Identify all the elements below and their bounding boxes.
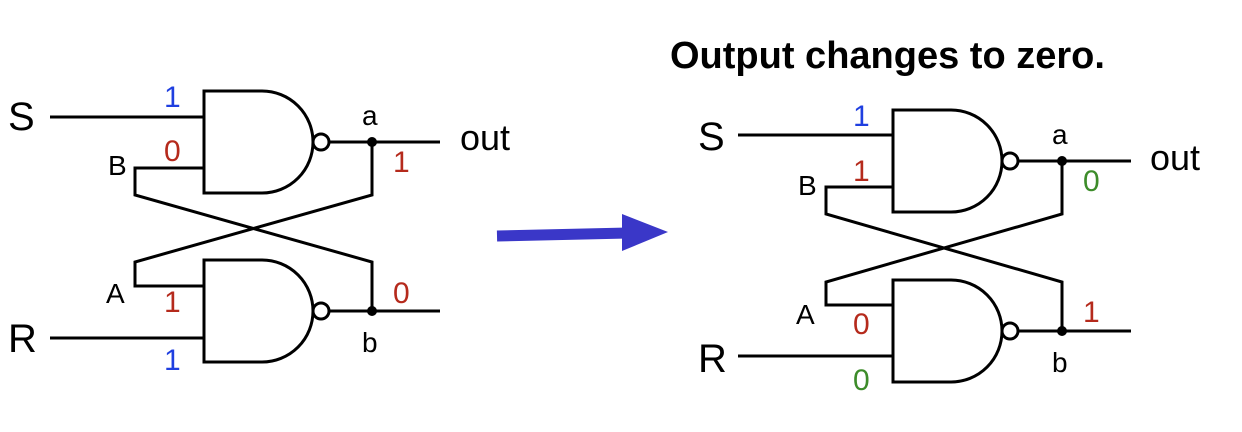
label-R: R [698, 337, 727, 381]
bottom-nand-gate [891, 278, 1020, 384]
value-a: 1 [393, 146, 410, 179]
label-S: S [8, 95, 35, 139]
top-nand-gate [891, 108, 1020, 214]
feedback-a-to-bottom [133, 142, 374, 288]
feedback-b-to-top [824, 185, 1064, 331]
label-out: out [1150, 137, 1200, 178]
label-S: S [698, 115, 725, 159]
value-B: 1 [853, 155, 870, 188]
label-a: a [362, 100, 378, 131]
latch-before: S R B A a b out 1 0 1 1 1 0 [8, 81, 510, 377]
feedback-a-to-bottom [824, 161, 1064, 307]
label-b: b [362, 327, 378, 358]
label-B: B [108, 150, 127, 181]
value-S: 1 [164, 81, 181, 114]
value-R: 0 [853, 364, 870, 397]
value-A: 1 [164, 286, 181, 319]
value-A: 0 [853, 308, 870, 341]
label-out: out [460, 117, 510, 158]
label-A: A [796, 299, 815, 330]
value-R: 1 [164, 344, 181, 377]
value-b: 0 [393, 277, 410, 310]
label-a: a [1052, 119, 1068, 150]
feedback-b-to-top [133, 166, 374, 311]
label-B: B [798, 170, 817, 201]
bottom-nand-gate [202, 258, 331, 364]
value-S: 1 [853, 100, 870, 133]
value-a: 0 [1083, 165, 1100, 198]
transition-arrow [496, 214, 668, 251]
label-R: R [8, 317, 37, 361]
label-b: b [1052, 347, 1068, 378]
value-b: 1 [1083, 296, 1100, 329]
value-B: 0 [164, 135, 181, 168]
diagram-title: Output changes to zero. [670, 35, 1105, 77]
latch-after: S R B A a b out 1 1 0 0 0 1 [698, 100, 1200, 397]
top-nand-gate [202, 89, 331, 195]
label-A: A [106, 278, 125, 309]
